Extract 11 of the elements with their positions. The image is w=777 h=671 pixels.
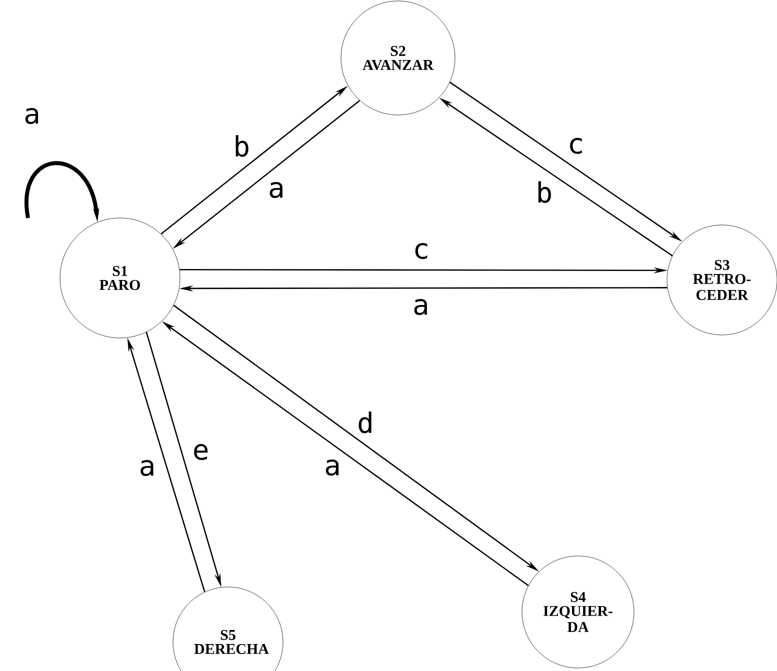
edge-label: b [538, 181, 551, 203]
edge-label: c [415, 242, 428, 260]
edge-label: c [570, 138, 582, 154]
edge-label: a [326, 460, 339, 476]
edge-label: a [25, 108, 38, 124]
edge-label: a [414, 298, 427, 316]
edge-label: b [236, 135, 248, 157]
edge-label: e [194, 444, 208, 460]
edge-label: a [270, 182, 282, 198]
edge-label: d [358, 412, 372, 434]
edge-label: a [140, 460, 154, 476]
